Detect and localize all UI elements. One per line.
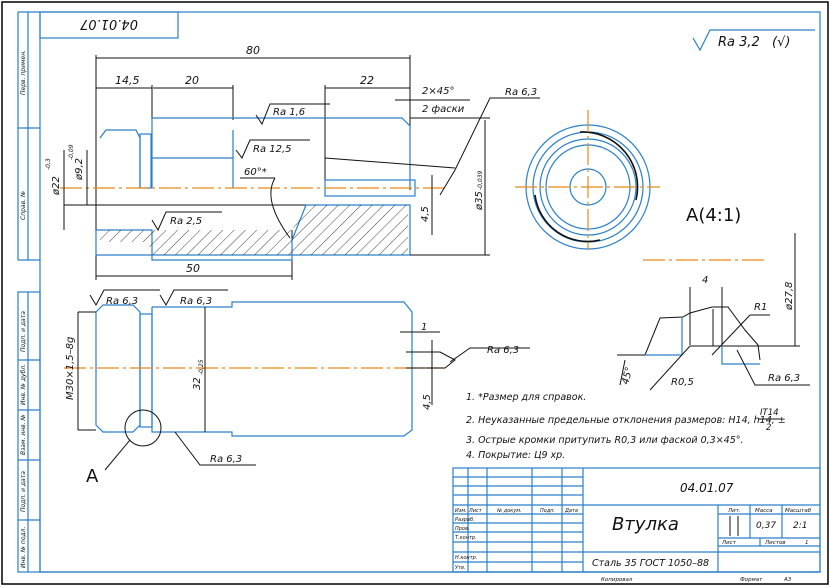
tb-role-utv: Утв. <box>455 565 466 571</box>
side-label-perv: Перв. примен. <box>20 50 27 95</box>
dim-dia-22-tol: -0,3 <box>45 158 52 170</box>
dim-dia-22: ø22 <box>51 176 62 196</box>
note-1: 1. *Размер для справок. <box>466 392 586 403</box>
title-block-material: Сталь 35 ГОСТ 1050–88 <box>592 558 709 569</box>
note-4: 4. Покрытие: Ц9 хр. <box>466 450 565 461</box>
tb-mass-label: Масса <box>755 508 773 514</box>
detail-roughness: Ra 6,3 <box>768 373 800 384</box>
tb-scale: 2:1 <box>793 521 807 531</box>
dim-angle-60: 60°* <box>244 167 267 178</box>
roughness-1-6: Ra 1,6 <box>273 107 305 118</box>
section-hatch <box>100 205 408 255</box>
tb-format-label: Формат <box>740 577 763 583</box>
side-label-podl: Инв. № подл. <box>20 527 27 568</box>
tb-header-list: Лист <box>468 508 483 514</box>
dim-dia-35-tol: -0,039 <box>477 170 484 190</box>
title-block-name: Втулка <box>612 514 679 535</box>
main-view <box>60 55 540 280</box>
tb-lit-label: Лит. <box>727 508 741 514</box>
side-label-podp1: Подп. и дата <box>20 311 27 352</box>
tb-sheets-label: Листов <box>764 540 786 546</box>
tb-header-izm: Изм. <box>455 508 467 514</box>
side-label-dubl: Инв. № дубл. <box>20 364 27 405</box>
roughness-2-5: Ra 2,5 <box>170 216 202 227</box>
detail-r1: R1 <box>754 302 767 313</box>
dim-4-5-lower: 4,5 <box>422 394 433 410</box>
note-3: 3. Острые кромки притупить R0,3 или фаск… <box>466 435 744 446</box>
tb-role-prov: Пров. <box>455 526 470 532</box>
detail-angle: 45° <box>620 366 635 386</box>
tb-header-sign: Подп. <box>540 508 555 514</box>
note-2-fraction-den: 2 <box>766 423 771 433</box>
detail-title: A(4:1) <box>686 205 741 226</box>
tb-mass: 0,37 <box>756 521 776 531</box>
roughness-12-5: Ra 12,5 <box>253 144 292 155</box>
tb-scale-label: Масштаб <box>785 508 812 514</box>
rotated-code-box <box>39 11 179 39</box>
thread-label: M30×1,5–8g <box>65 337 76 400</box>
tb-sheet-label: Лист <box>721 540 737 546</box>
side-label-sprav: Справ. № <box>20 191 27 220</box>
detail-dia: ø27,8 <box>784 282 795 311</box>
dim-dia-32-tol: -0,25 <box>198 359 205 375</box>
roughness-lower-1: Ra 6,3 <box>106 296 138 307</box>
title-block <box>40 467 821 573</box>
tb-role-tkontr: Т.контр. <box>455 535 477 541</box>
tb-header-doc: № докум. <box>496 508 522 514</box>
dim-dia-35: ø35 <box>474 191 485 211</box>
dim-50: 50 <box>186 262 200 275</box>
tb-format: A3 <box>783 577 792 583</box>
dim-dia-9-2-tol: -0,09 <box>68 144 75 160</box>
detail-view <box>617 233 810 391</box>
dim-dia-9-2: ø9,2 <box>74 158 85 181</box>
lower-view <box>64 289 530 471</box>
dim-1: 1 <box>421 322 427 333</box>
roughness-lower-4: Ra 6,3 <box>487 345 519 356</box>
roughness-lower-3: Ra 6,3 <box>210 454 242 465</box>
tb-copied: Копировал <box>601 577 633 583</box>
end-view <box>515 110 660 250</box>
note-2-fraction-num: IT14 <box>760 408 779 418</box>
dim-22: 22 <box>360 74 374 87</box>
dim-chamfer: 2×45° <box>422 86 454 97</box>
roughness-6-3-main: Ra 6,3 <box>505 87 537 98</box>
dim-20: 20 <box>185 74 199 87</box>
side-label-podp2: Подп. и дата <box>20 471 27 512</box>
tb-role-razrab: Разраб. <box>455 517 475 523</box>
rotated-code: 04.01.07 <box>79 16 138 31</box>
tb-role-nkontr: Н.контр. <box>455 555 477 561</box>
roughness-general-icon <box>692 29 815 52</box>
note-2: 2. Неуказанные предельные отклонения раз… <box>466 415 786 426</box>
detail-dim-4: 4 <box>702 275 708 286</box>
detail-r05: R0,5 <box>671 377 694 388</box>
side-label-vzam: Взам. инв. № <box>20 414 27 455</box>
tb-header-date: Дата <box>564 508 578 514</box>
roughness-lower-2: Ra 6,3 <box>180 296 212 307</box>
dim-80: 80 <box>246 44 260 57</box>
roughness-general: Ra 3,2 <box>718 35 760 50</box>
dim-14-5: 14,5 <box>115 74 140 87</box>
roughness-general-suffix: (√) <box>772 35 790 50</box>
dim-dia-32: 32 <box>192 377 203 390</box>
dim-4-5-main: 4,5 <box>420 206 431 222</box>
detail-a-circle <box>124 409 162 447</box>
dim-chamfer-note: 2 фаски <box>422 104 465 115</box>
detail-ref-label: A <box>86 466 99 487</box>
tb-sheets: 1 <box>805 540 809 546</box>
side-stamp <box>17 11 41 573</box>
title-block-code: 04.01.07 <box>680 481 734 495</box>
